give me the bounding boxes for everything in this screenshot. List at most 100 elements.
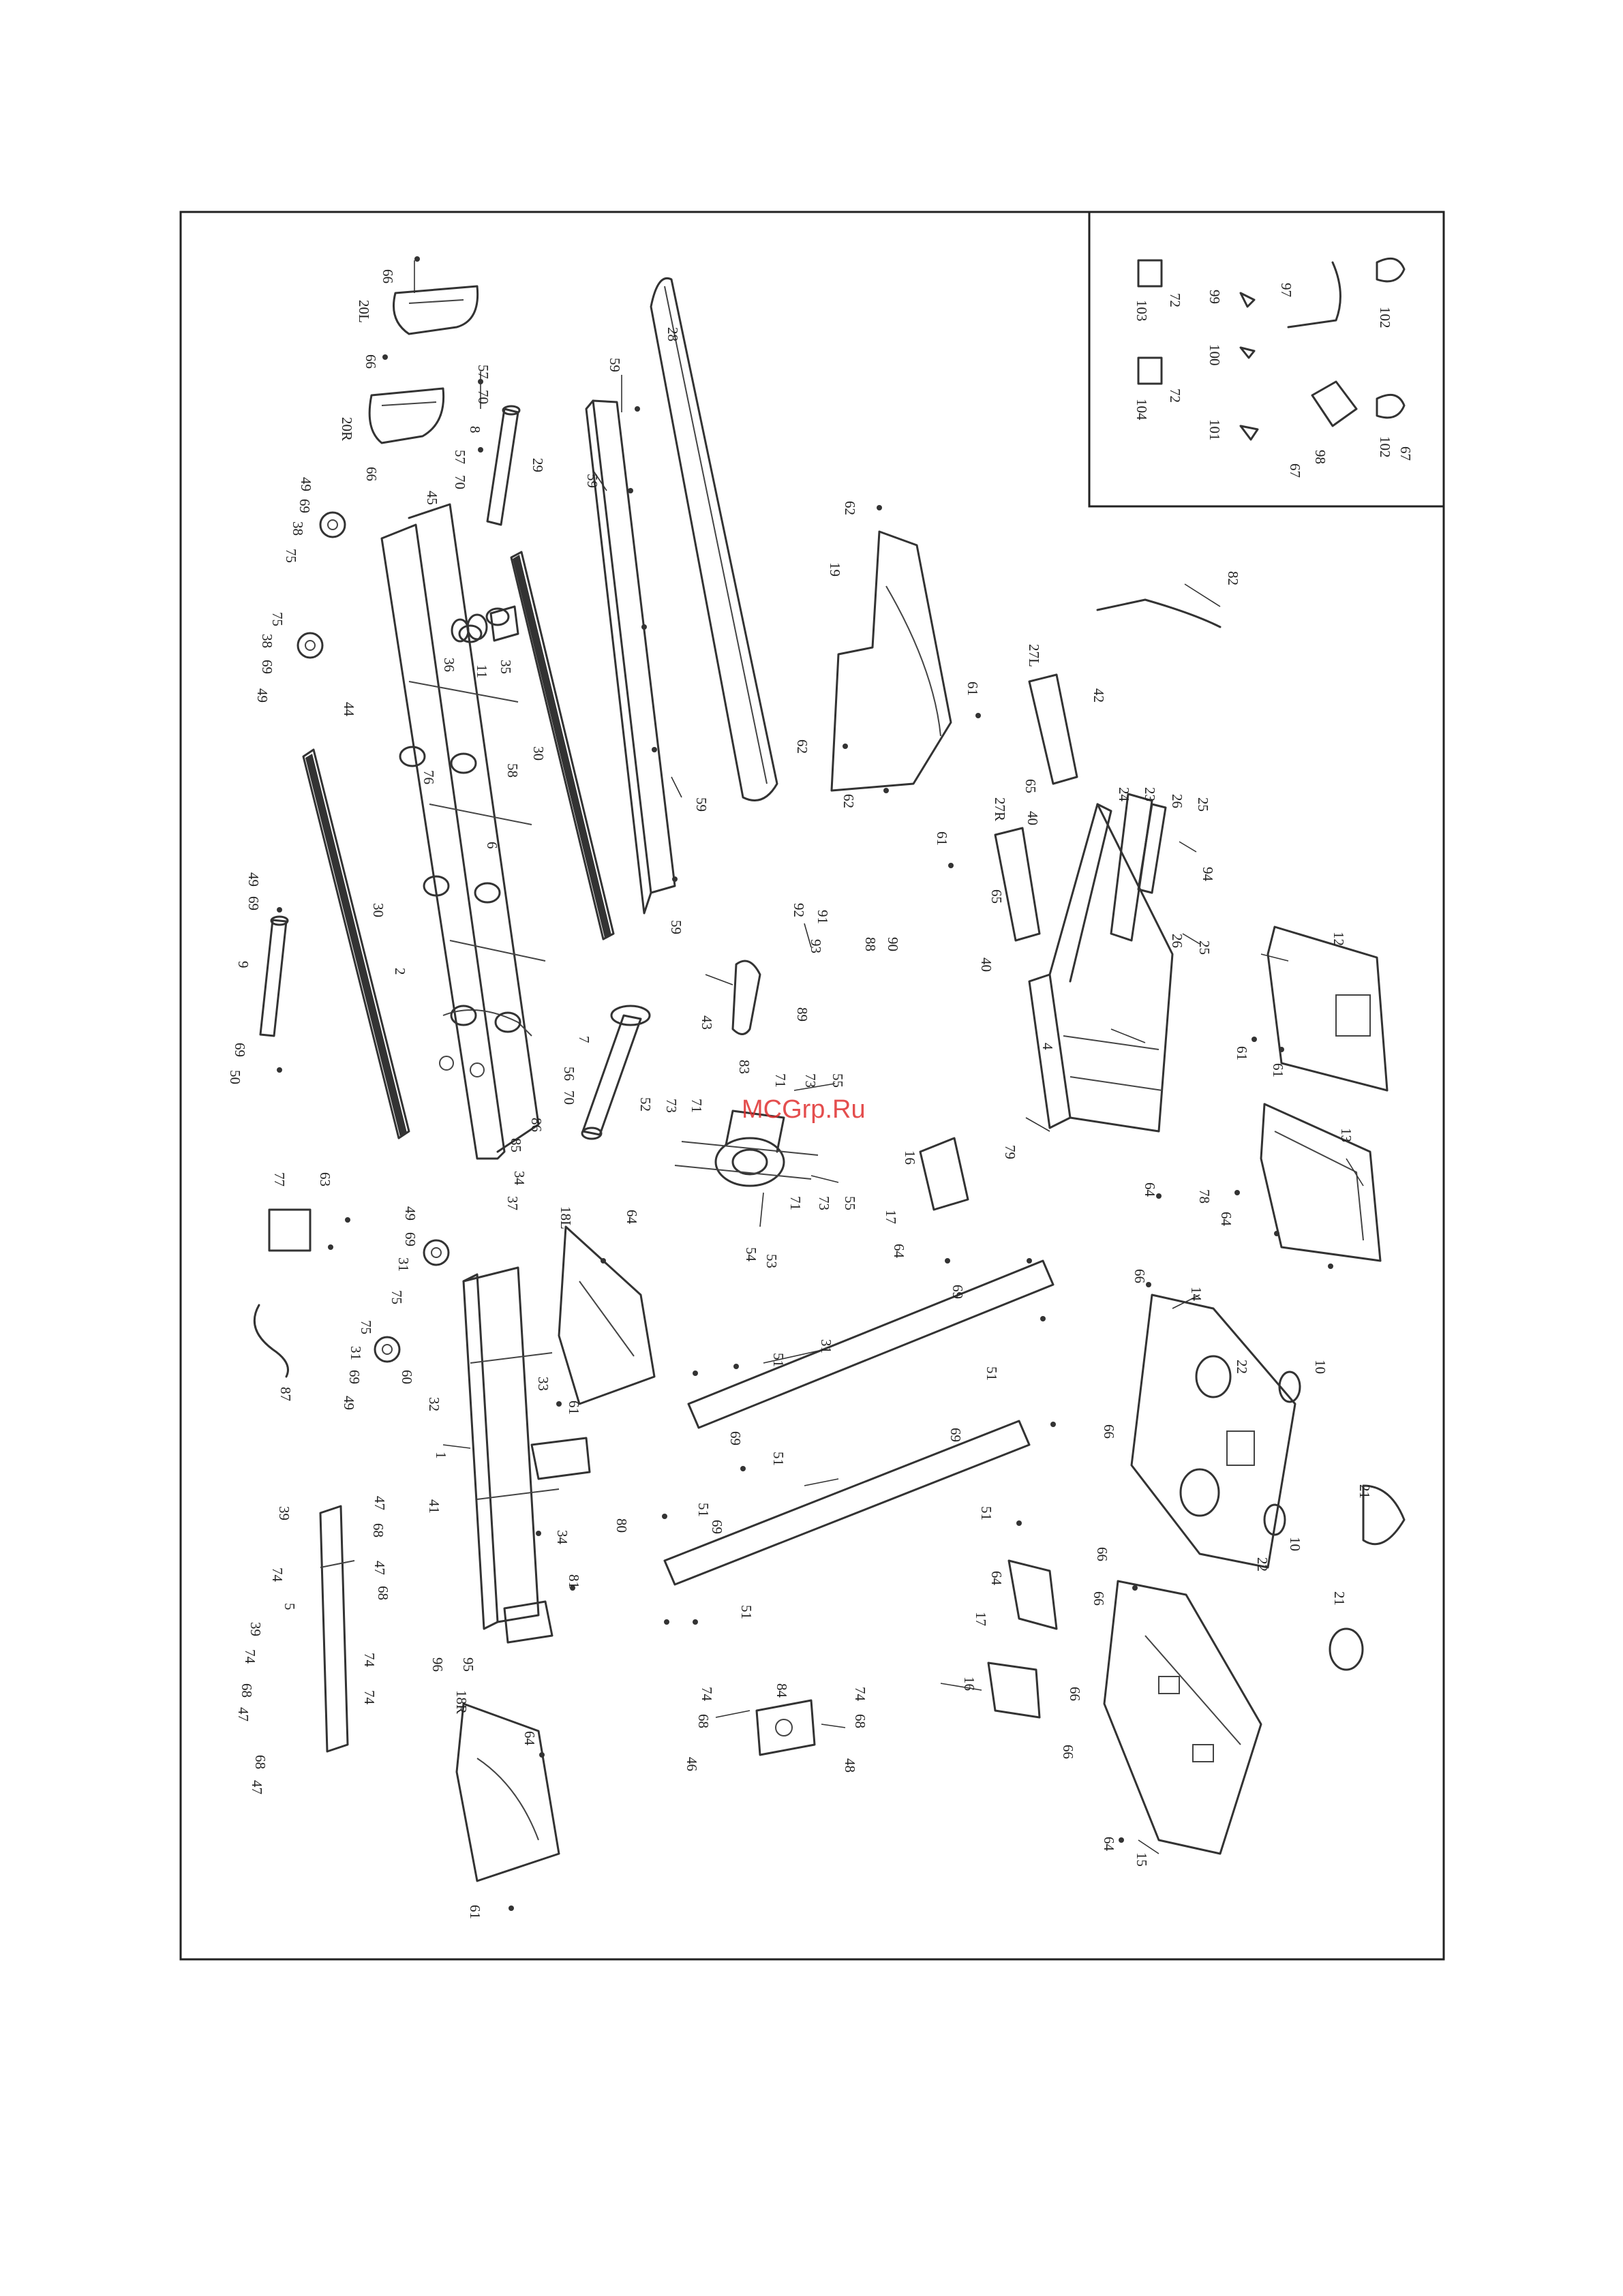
cross-tube-31 bbox=[687, 1259, 1055, 1429]
label: 31 bbox=[818, 1339, 834, 1353]
label: 66 bbox=[1091, 1591, 1107, 1606]
label: 68 bbox=[252, 1755, 269, 1769]
label: 79 bbox=[1002, 1145, 1018, 1159]
grip-23-24 bbox=[1110, 793, 1167, 942]
label: 51 bbox=[984, 1366, 1000, 1381]
label: 92 bbox=[791, 903, 807, 917]
label: 64 bbox=[891, 1244, 907, 1259]
label: 15 bbox=[1134, 1852, 1150, 1867]
label: 74 bbox=[361, 1653, 378, 1668]
label: 39 bbox=[247, 1622, 264, 1636]
label: 40 bbox=[1025, 811, 1041, 825]
label: 5 bbox=[282, 1603, 298, 1610]
end-cap-20l bbox=[393, 285, 479, 335]
label: 36 bbox=[441, 658, 457, 672]
label: 70 bbox=[475, 390, 491, 404]
label: 19 bbox=[827, 562, 843, 577]
label: 14 bbox=[1188, 1287, 1204, 1302]
label: 29 bbox=[530, 458, 546, 472]
side-rail-30-right bbox=[510, 551, 615, 940]
label: 64 bbox=[1218, 1212, 1234, 1227]
label: 69 bbox=[727, 1431, 744, 1445]
label: 22 bbox=[1234, 1360, 1250, 1374]
label: 16 bbox=[902, 1150, 918, 1165]
label: 102 bbox=[1377, 436, 1393, 458]
label: 72 bbox=[1167, 388, 1183, 403]
label: 69 bbox=[232, 1043, 248, 1057]
side-cover-18r bbox=[455, 1702, 560, 1882]
label: 21 bbox=[1331, 1591, 1348, 1606]
label: 42 bbox=[1091, 688, 1107, 703]
label: 37 bbox=[504, 1196, 521, 1210]
label: 91 bbox=[815, 910, 831, 924]
label: 77 bbox=[271, 1172, 288, 1187]
label: 68 bbox=[370, 1523, 386, 1537]
label: 66 bbox=[1060, 1745, 1076, 1759]
label: 1 bbox=[433, 1452, 449, 1459]
label: 31 bbox=[395, 1257, 412, 1272]
leader-lines bbox=[414, 260, 1364, 1854]
label: 45 bbox=[424, 491, 440, 505]
label: 66 bbox=[1132, 1269, 1148, 1283]
label: 64 bbox=[521, 1731, 538, 1746]
label: 60 bbox=[399, 1370, 415, 1384]
label: 2 bbox=[392, 968, 408, 975]
label: 101 bbox=[1207, 419, 1223, 441]
label: 59 bbox=[668, 920, 684, 934]
label: 75 bbox=[283, 549, 299, 563]
label: 67 bbox=[1287, 463, 1303, 478]
controller-77 bbox=[268, 1208, 312, 1252]
console-back-13 bbox=[1260, 1103, 1382, 1262]
front-roller-8 bbox=[486, 405, 521, 526]
main-frame-2 bbox=[380, 503, 546, 1160]
label: 67 bbox=[1397, 446, 1414, 461]
label: 62 bbox=[842, 501, 858, 515]
label: 73 bbox=[802, 1073, 819, 1088]
label: 59 bbox=[693, 797, 710, 812]
motor-pulley-roller-7 bbox=[581, 1005, 651, 1140]
label: 89 bbox=[794, 1007, 810, 1022]
label: 18R bbox=[453, 1690, 470, 1714]
label: 13 bbox=[1338, 1128, 1354, 1142]
label: 49 bbox=[254, 688, 271, 703]
label: 21 bbox=[1356, 1484, 1373, 1499]
label: 26 bbox=[1169, 934, 1185, 948]
label: 62 bbox=[794, 739, 810, 754]
label: 47 bbox=[371, 1496, 388, 1510]
label: 30 bbox=[370, 903, 386, 917]
label: 69 bbox=[297, 499, 313, 513]
incline-motor-84 bbox=[755, 1699, 816, 1756]
label: 74 bbox=[852, 1687, 868, 1702]
label: 99 bbox=[1207, 290, 1223, 304]
label: 25 bbox=[1195, 797, 1211, 812]
label: 49 bbox=[341, 1396, 357, 1410]
label: 66 bbox=[1101, 1424, 1117, 1439]
label: 95 bbox=[460, 1657, 476, 1672]
label: 83 bbox=[736, 1060, 753, 1074]
label: 34 bbox=[511, 1171, 528, 1186]
label: 51 bbox=[738, 1605, 755, 1619]
label: 82 bbox=[1225, 571, 1241, 585]
label: 7 bbox=[576, 1036, 592, 1043]
label: 96 bbox=[429, 1657, 446, 1672]
upright-frame-4 bbox=[1028, 803, 1174, 1133]
label: 54 bbox=[743, 1247, 759, 1262]
rear-roller-9 bbox=[259, 915, 289, 1037]
label: 20L bbox=[356, 300, 372, 323]
label: 18L bbox=[558, 1206, 574, 1229]
watermark: MCGrp.Ru bbox=[742, 1095, 866, 1124]
label: 64 bbox=[988, 1571, 1005, 1586]
label: 53 bbox=[763, 1254, 780, 1268]
brackets-16-17 bbox=[919, 1137, 1058, 1719]
label: 70 bbox=[561, 1090, 577, 1105]
part-number-labels: 66 20L 66 20R 66 57 70 8 57 70 49 69 38 … bbox=[227, 269, 1414, 1919]
label: 69 bbox=[346, 1370, 363, 1384]
label: 49 bbox=[402, 1206, 419, 1221]
label: 104 bbox=[1134, 399, 1150, 420]
motor-cover-19 bbox=[830, 530, 952, 792]
label: 66 bbox=[363, 354, 379, 369]
label: 76 bbox=[421, 770, 437, 784]
label: 68 bbox=[852, 1714, 868, 1728]
label: 56 bbox=[561, 1067, 577, 1081]
